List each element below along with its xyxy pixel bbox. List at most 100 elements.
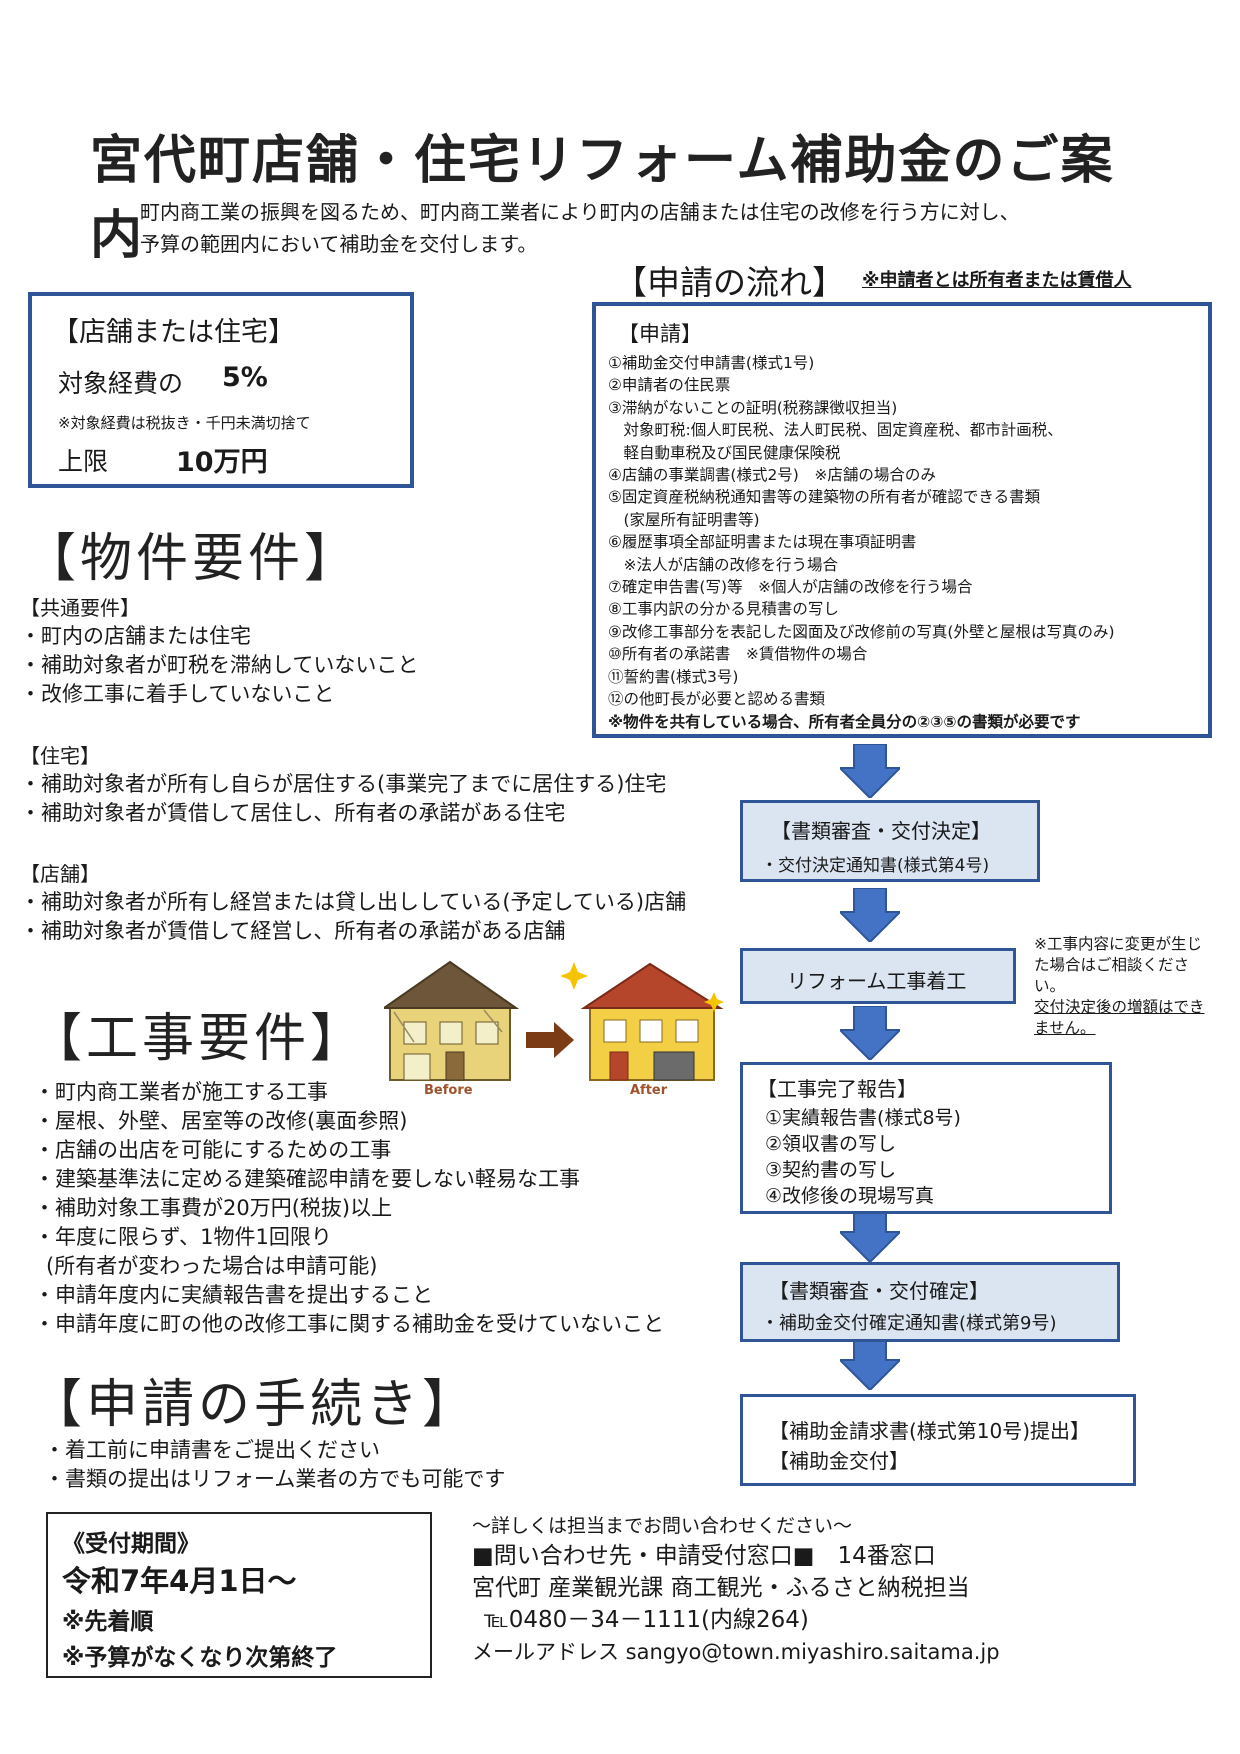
subsidy-request-line: 【補助金請求書(様式第10号)提出】	[769, 1419, 1091, 1443]
rate-value: 5%	[222, 362, 268, 393]
period-date: 令和7年4月1日～	[62, 1564, 297, 1598]
contact-department: 宮代町 産業観光課 商工観光・ふるさと納税担当	[472, 1575, 970, 1601]
rate-box-heading: 【店舗または住宅】	[52, 317, 295, 348]
application-shared-note: ※物件を共有している場合、所有者全員分の②③⑤の書類が必要です	[608, 712, 1081, 731]
flow-heading: 【申請の流れ】	[614, 263, 845, 302]
document-item: ②申請者の住民票	[608, 376, 731, 395]
house-after-icon	[560, 962, 724, 1081]
page-title: 宮代町店舗・住宅リフォーム補助金のご案内	[90, 131, 1115, 266]
rate-note: ※対象経費は税抜き・千円未満切捨て	[58, 414, 311, 432]
flow-arrow-down-icon	[840, 888, 900, 942]
change-note-text: ※工事内容に変更が生じた場合はご相談ください。	[1034, 935, 1202, 995]
document-item: ⑥履歴事項全部証明書または現在事項証明書	[608, 533, 917, 552]
common-item: ・改修工事に着手していないこと	[20, 682, 335, 706]
common-label: 【共通要件】	[20, 596, 140, 620]
intro-text: 町内商工業の振興を図るため、町内商工業者により町内の店舗または住宅の改修を行う方…	[140, 196, 1020, 260]
document-item: (家屋所有証明書等)	[608, 510, 760, 529]
review-confirmation-title: 【書類審査・交付確定】	[769, 1279, 989, 1303]
contact-window: ■問い合わせ先・申請受付窓口■ 14番窓口	[472, 1543, 936, 1569]
construction-item: ・申請年度に町の他の改修工事に関する補助金を受けていないこと	[34, 1312, 664, 1336]
shop-requirements: 【店舗】 ・補助対象者が所有し経営または貸し出ししている(予定している)店舗 ・…	[20, 860, 760, 946]
construction-heading: 【工事要件】	[30, 1009, 367, 1069]
document-item: ③滞納がないことの証明(税務課徴収担当)	[608, 398, 898, 417]
review-decision-box: 【書類審査・交付決定】 ・交付決定通知書(様式第4号)	[740, 800, 1040, 882]
procedure-item: ・着工前に申請書をご提出ください	[44, 1438, 380, 1462]
completion-report-items: ①実績報告書(様式8号) ②領収書の写し ③契約書の写し ④改修後の現場写真	[765, 1105, 961, 1209]
period-first-come: ※先着順	[62, 1609, 154, 1635]
house-item: ・補助対象者が所有し自らが居住する(事業完了までに居住する)住宅	[20, 772, 667, 796]
before-after-illustration: Before After	[384, 960, 724, 1098]
subsidy-payment-line: 【補助金交付】	[769, 1449, 909, 1473]
report-document-item: ②領収書の写し	[765, 1133, 897, 1155]
period-label: 《受付期間》	[62, 1531, 200, 1557]
flow-heading-note: ※申請者とは所有者または賃借人	[862, 270, 1132, 291]
construction-requirements: ・町内商工業者が施工する工事 ・屋根、外壁、居室等の改修(裏面参照) ・店舗の出…	[34, 1078, 734, 1339]
document-item: ④店舗の事業調書(様式2号) ※店舗の場合のみ	[608, 466, 936, 485]
procedure-list: ・着工前に申請書をご提出ください ・書類の提出はリフォーム業者の方でも可能です	[44, 1436, 644, 1494]
review-confirmation-item: ・補助金交付確定通知書(様式第9号)	[761, 1313, 1057, 1334]
document-item: ⑨改修工事部分を表記した図面及び改修前の写真(外壁と屋根は写真のみ)	[608, 622, 1115, 641]
change-note: ※工事内容に変更が生じた場合はご相談ください。 交付決定後の増額はできません。	[1034, 934, 1210, 1039]
document-item: ※法人が店舗の改修を行う場合	[608, 555, 839, 574]
contact-phone: ℡0480－34－1111(内線264)	[484, 1607, 809, 1633]
contact-email[interactable]: メールアドレス sangyo@town.miyashiro.saitama.jp	[472, 1640, 1000, 1664]
document-item: 対象町税:個人町民税、法人町民税、固定資産税、都市計画税、	[608, 421, 1063, 440]
application-box: 【申請】 ①補助金交付申請書(様式1号) ②申請者の住民票 ③滞納がないことの証…	[592, 302, 1212, 738]
flow-arrow-down-icon	[840, 1006, 900, 1060]
review-decision-item: ・交付決定通知書(様式第4号)	[761, 856, 990, 876]
reception-period-box: 《受付期間》 令和7年4月1日～ ※先着順 ※予算がなくなり次第終了	[46, 1512, 432, 1678]
shop-item: ・補助対象者が所有し経営または貸し出ししている(予定している)店舗	[20, 890, 687, 914]
completion-report-box: 【工事完了報告】 ①実績報告書(様式8号) ②領収書の写し ③契約書の写し ④改…	[740, 1062, 1112, 1214]
procedure-item: ・書類の提出はリフォーム業者の方でも可能です	[44, 1467, 506, 1491]
house-item: ・補助対象者が賃借して居住し、所有者の承諾がある住宅	[20, 801, 566, 825]
document-item: 軽自動車税及び国民健康保険税	[608, 443, 841, 462]
contact-lead: ～詳しくは担当までお問い合わせください～	[472, 1515, 853, 1537]
house-before-icon	[384, 960, 520, 1081]
review-decision-title: 【書類審査・交付決定】	[771, 819, 991, 843]
application-documents: ①補助金交付申請書(様式1号) ②申請者の住民票 ③滞納がないことの証明(税務課…	[608, 352, 1208, 733]
document-item: ⑧工事内訳の分かる見積書の写し	[608, 600, 839, 619]
document-item: ⑫の他町長が必要と認める書類	[608, 690, 826, 709]
subsidy-payment-box: 【補助金請求書(様式第10号)提出】 【補助金交付】	[740, 1394, 1136, 1486]
construction-item: ・年度に限らず、1物件1回限り	[34, 1225, 332, 1249]
document-item: ⑤固定資産税納税通知書等の建築物の所有者が確認できる書類	[608, 488, 1041, 507]
flow-arrow-down-icon	[840, 744, 900, 798]
limit-value: 10万円	[176, 447, 268, 478]
construction-start-title: リフォーム工事着工	[787, 969, 967, 993]
limit-label: 上限	[58, 447, 109, 476]
procedure-heading: 【申請の手続き】	[30, 1375, 479, 1435]
shop-item: ・補助対象者が賃借して経営し、所有者の承諾がある店舗	[20, 919, 566, 943]
intro-line-1: 町内商工業の振興を図るため、町内商工業者により町内の店舗または住宅の改修を行う方…	[140, 200, 1020, 224]
contact-info: ～詳しくは担当までお問い合わせください～ ■問い合わせ先・申請受付窓口■ 14番…	[472, 1512, 1212, 1668]
document-item: ⑩所有者の承諾書 ※賃借物件の場合	[608, 645, 868, 664]
construction-item: ・補助対象工事費が20万円(税抜)以上	[34, 1196, 393, 1220]
before-label: Before	[424, 1083, 473, 1098]
house-label: 【住宅】	[20, 744, 100, 768]
document-item: ⑦確定申告書(写)等 ※個人が店舗の改修を行う場合	[608, 578, 973, 597]
after-label: After	[630, 1083, 668, 1098]
report-document-item: ①実績報告書(様式8号)	[765, 1107, 961, 1129]
construction-item: ・建築基準法に定める建築確認申請を要しない軽易な工事	[34, 1167, 580, 1191]
review-confirmation-box: 【書類審査・交付確定】 ・補助金交付確定通知書(様式第9号)	[740, 1262, 1120, 1342]
period-end: ※予算がなくなり次第終了	[62, 1645, 338, 1671]
document-item: ⑪誓約書(様式3号)	[608, 667, 739, 686]
shop-label: 【店舗】	[20, 862, 100, 886]
arrow-icon	[526, 1022, 574, 1058]
common-item: ・町内の店舗または住宅	[20, 624, 251, 648]
no-increase-note: 交付決定後の増額はできません。	[1034, 998, 1205, 1037]
flow-arrow-down-icon	[840, 1336, 900, 1390]
construction-item: ・店舗の出店を可能にするための工事	[34, 1138, 392, 1162]
construction-item: ・申請年度内に実績報告書を提出すること	[34, 1283, 433, 1307]
application-label: 【申請】	[618, 322, 702, 346]
rate-label: 対象経費の	[58, 369, 184, 398]
intro-line-2: 予算の範囲内において補助金を交付します。	[140, 232, 538, 256]
report-document-item: ③契約書の写し	[765, 1159, 897, 1181]
completion-report-title: 【工事完了報告】	[757, 1077, 917, 1101]
flow-arrow-down-icon	[840, 1208, 900, 1262]
house-requirements: 【住宅】 ・補助対象者が所有し自らが居住する(事業完了までに居住する)住宅 ・補…	[20, 742, 740, 828]
construction-item: ・屋根、外壁、居室等の改修(裏面参照)	[34, 1109, 408, 1133]
construction-item: (所有者が変わった場合は申請可能)	[46, 1254, 378, 1278]
subsidy-rate-box: 【店舗または住宅】 対象経費の 5% ※対象経費は税抜き・千円未満切捨て 上限 …	[28, 292, 414, 488]
construction-start-box: リフォーム工事着工	[740, 948, 1016, 1004]
common-item: ・補助対象者が町税を滞納していないこと	[20, 653, 419, 677]
